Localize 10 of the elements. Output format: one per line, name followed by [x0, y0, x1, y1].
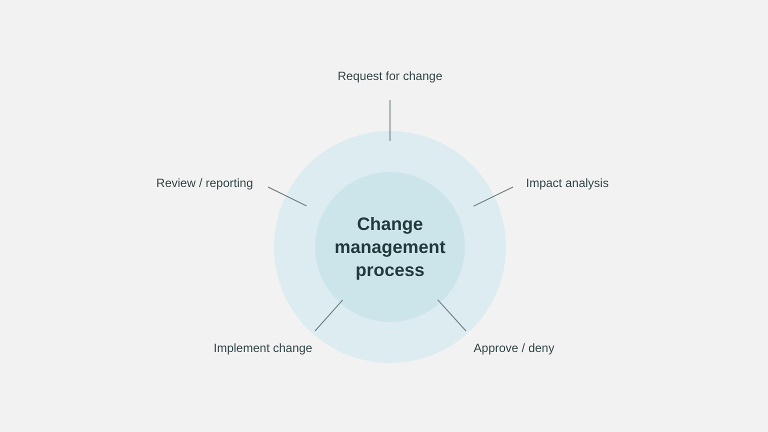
leader-line — [268, 186, 308, 206]
leader-line — [437, 299, 466, 332]
step-label: Approve / deny — [444, 340, 584, 356]
leader-line — [473, 186, 514, 207]
leader-line — [314, 299, 344, 332]
step-label: Impact analysis — [526, 175, 666, 191]
step-label: Review / reporting — [112, 175, 253, 191]
step-label: Implement change — [193, 340, 333, 356]
step-label: Request for change — [320, 68, 460, 84]
center-title: Change management process — [333, 212, 447, 282]
